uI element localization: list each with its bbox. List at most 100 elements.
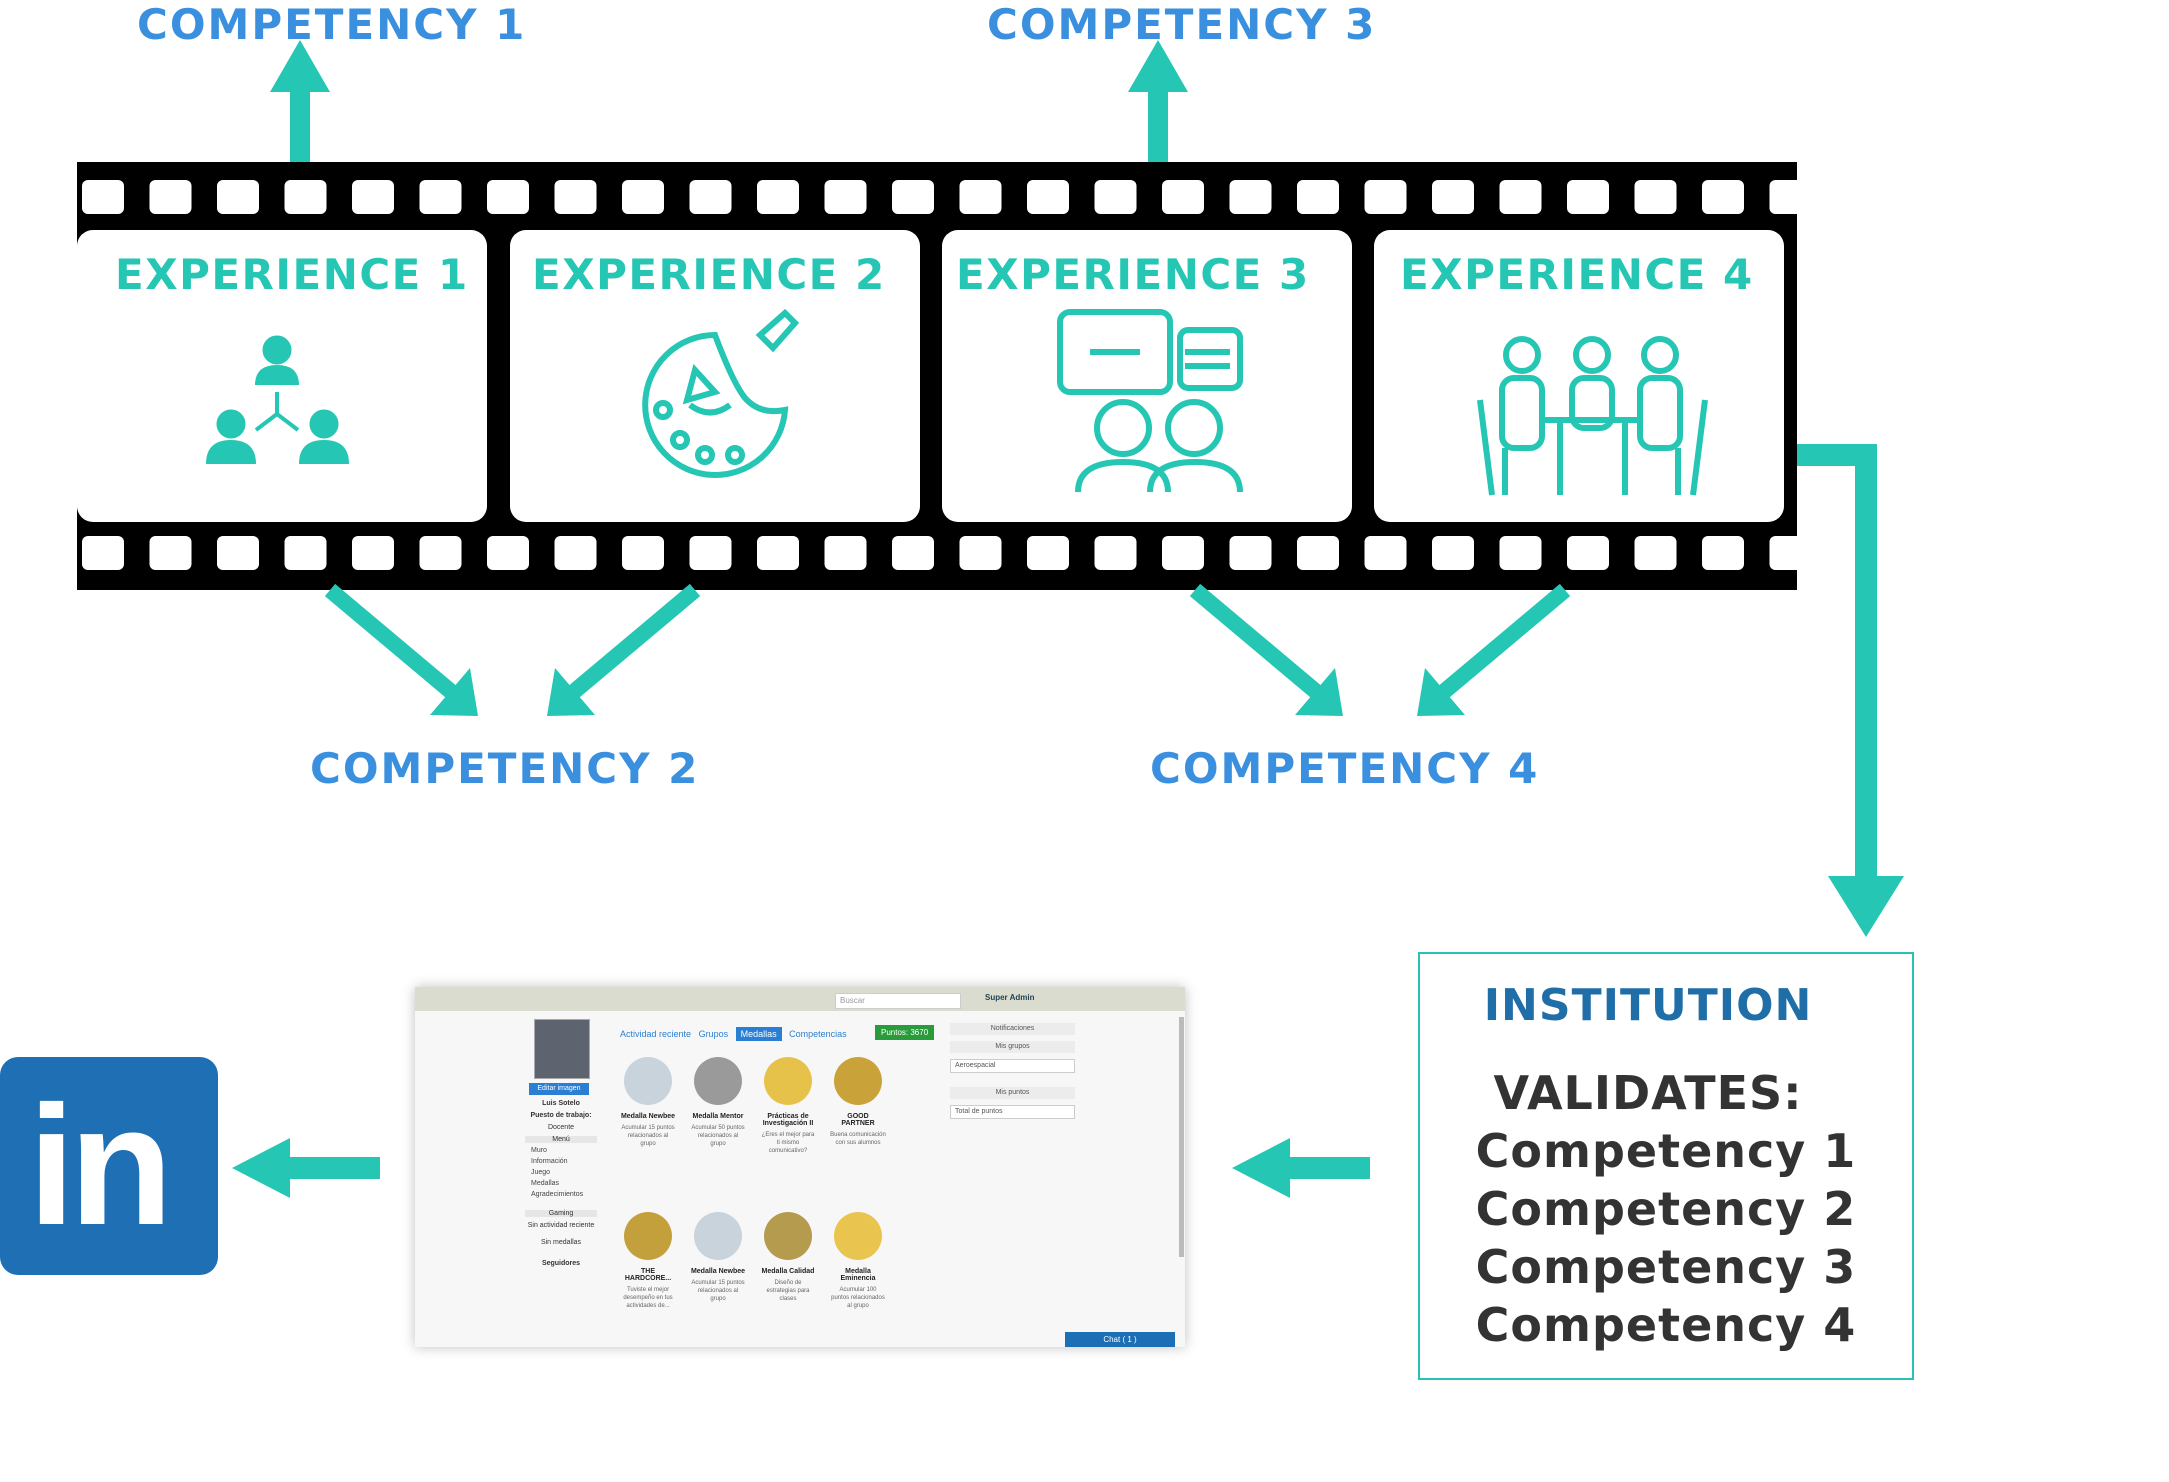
- sprocket-hole: [1094, 180, 1137, 214]
- medal-name: Medalla Mentor: [692, 1113, 744, 1120]
- menu-item-thanks[interactable]: Agradecimientos: [531, 1191, 584, 1198]
- medal-card[interactable]: Medalla Newbee Acumular 15 puntos relaci…: [690, 1212, 746, 1303]
- sprocket-hole: [622, 180, 664, 214]
- validated-competency-4: Competency 4: [1475, 1298, 1857, 1352]
- arrow-exp3-to-competency-4: [1189, 583, 1343, 716]
- medal-desc: Acumular 15 puntos relacionados al grupo: [691, 1280, 745, 1302]
- search-input[interactable]: Buscar: [835, 993, 961, 1009]
- group-select[interactable]: Aeroespacial: [950, 1059, 1075, 1073]
- competency-4-label: COMPETENCY 4: [1150, 744, 1540, 793]
- medal-icon: [834, 1057, 882, 1105]
- institution-title: INSTITUTION: [1483, 980, 1813, 1031]
- chat-button[interactable]: Chat ( 1 ): [1065, 1332, 1175, 1347]
- platform-screenshot: Buscar Super Admin Editar imagen Luis So…: [415, 987, 1185, 1347]
- menu-item-wall[interactable]: Muro: [531, 1147, 547, 1154]
- sprocket-hole: [554, 180, 597, 214]
- sprocket-hole: [1364, 180, 1407, 214]
- medal-card[interactable]: Medalla Newbee Acumular 15 puntos relaci…: [620, 1057, 676, 1148]
- menu-item-info[interactable]: Información: [531, 1158, 568, 1165]
- sprocket-hole: [1769, 180, 1812, 214]
- sprocket-hole: [1297, 180, 1339, 214]
- sprocket-hole: [419, 536, 462, 570]
- profile-sidebar: Editar imagen Luis Sotelo Puesto de trab…: [525, 1019, 597, 1267]
- sprocket-hole: [1432, 180, 1474, 214]
- sprocket-hole: [1769, 536, 1812, 570]
- validated-competency-1: Competency 1: [1475, 1124, 1857, 1178]
- job-label: Puesto de trabajo:: [530, 1112, 592, 1119]
- sprocket-hole: [419, 180, 462, 214]
- validated-competency-2: Competency 2: [1475, 1182, 1857, 1236]
- arrow-up-competency-1: [270, 40, 330, 162]
- medal-desc: Acumular 100 puntos relacionados al grup…: [831, 1287, 885, 1309]
- user-name[interactable]: Super Admin: [985, 993, 1035, 1002]
- sprocket-hole: [82, 180, 124, 214]
- medal-name: Medalla Eminencia: [840, 1268, 876, 1282]
- sprocket-hole: [487, 180, 529, 214]
- frame-3: [942, 230, 1352, 522]
- total-points-field: Total de puntos: [950, 1105, 1075, 1119]
- sprocket-hole: [892, 180, 934, 214]
- profile-name: Luis Sotelo: [542, 1100, 580, 1107]
- sprocket-hole: [1702, 536, 1744, 570]
- medal-card[interactable]: Medalla Mentor Acumular 50 puntos relaci…: [690, 1057, 746, 1148]
- menu-item-game[interactable]: Juego: [531, 1169, 551, 1176]
- sprocket-hole: [1567, 180, 1609, 214]
- menu-item-medals[interactable]: Medallas: [531, 1180, 560, 1187]
- arrow-exp1-to-competency-2: [324, 583, 478, 716]
- tab-competencies[interactable]: Competencias: [789, 1029, 847, 1039]
- medal-card[interactable]: Medalla Calidad Diseño de estrategias pa…: [760, 1212, 816, 1303]
- sprocket-hole: [689, 180, 732, 214]
- medal-desc: Buena comunicación con sus alumnos: [830, 1132, 886, 1146]
- medal-name: Prácticas de Investigación II: [762, 1113, 814, 1127]
- medal-desc: Diseño de estrategias para clases: [766, 1280, 810, 1302]
- my-groups-title: Mis grupos: [950, 1041, 1075, 1053]
- sprocket-hole: [352, 536, 394, 570]
- job-value: Docente: [547, 1124, 575, 1131]
- medal-card[interactable]: Prácticas de Investigación II ¿Eres el m…: [760, 1057, 816, 1155]
- sprocket-hole: [1634, 536, 1677, 570]
- no-activity-text: Sin actividad reciente: [527, 1222, 595, 1229]
- gaming-title: Gaming: [525, 1210, 597, 1217]
- sprocket-hole: [1297, 536, 1339, 570]
- tab-groups[interactable]: Grupos: [698, 1029, 729, 1039]
- medal-icon: [764, 1212, 812, 1260]
- palette-icon: [642, 308, 800, 478]
- sprocket-hole: [959, 536, 1002, 570]
- sprocket-hole: [284, 180, 327, 214]
- medal-icon: [764, 1057, 812, 1105]
- experience-3-title: EXPERIENCE 3: [956, 250, 1310, 299]
- medal-card[interactable]: GOOD PARTNER Buena comunicación con sus …: [830, 1057, 886, 1147]
- medal-card[interactable]: THE HARDCORE... Tuviste el mejor desempe…: [620, 1212, 676, 1310]
- sprocket-hole: [1702, 180, 1744, 214]
- medal-desc: Acumular 15 puntos relacionados al grupo: [621, 1125, 675, 1147]
- sprocket-hole: [622, 536, 664, 570]
- film-strip: [77, 162, 1812, 590]
- sprocket-hole: [217, 180, 259, 214]
- medal-card[interactable]: Medalla Eminencia Acumular 100 puntos re…: [830, 1212, 886, 1310]
- followers-title: Seguidores: [541, 1260, 581, 1267]
- scrollbar[interactable]: [1179, 1017, 1184, 1257]
- medal-desc: Acumular 50 puntos relacionados al grupo: [691, 1125, 745, 1147]
- competency-1-label: COMPETENCY 1: [137, 0, 527, 49]
- medal-icon: [694, 1212, 742, 1260]
- my-points-title: Mis puntos: [950, 1087, 1075, 1099]
- avatar: [534, 1019, 590, 1079]
- competency-3-label: COMPETENCY 3: [987, 0, 1377, 49]
- sprocket-hole: [1229, 536, 1272, 570]
- medal-desc: ¿Eres el mejor para ti mismo comunicativ…: [761, 1132, 815, 1154]
- sprocket-hole: [352, 180, 394, 214]
- sprocket-hole: [487, 536, 529, 570]
- validated-competency-3: Competency 3: [1475, 1240, 1857, 1294]
- medal-name: Medalla Newbee: [620, 1113, 676, 1120]
- experience-1-title: EXPERIENCE 1: [115, 250, 469, 299]
- arrow-up-competency-3: [1128, 40, 1188, 162]
- linkedin-logo: in: [0, 1057, 218, 1275]
- tab-activity[interactable]: Actividad reciente: [620, 1029, 692, 1039]
- edit-image-button[interactable]: Editar imagen: [529, 1083, 589, 1095]
- notifications-button[interactable]: Notificaciones: [950, 1023, 1075, 1035]
- sprocket-hole: [1027, 536, 1069, 570]
- sprocket-hole: [1094, 536, 1137, 570]
- sprocket-hole: [757, 536, 799, 570]
- tab-medals[interactable]: Medallas: [735, 1027, 782, 1041]
- sprocket-hole: [824, 536, 867, 570]
